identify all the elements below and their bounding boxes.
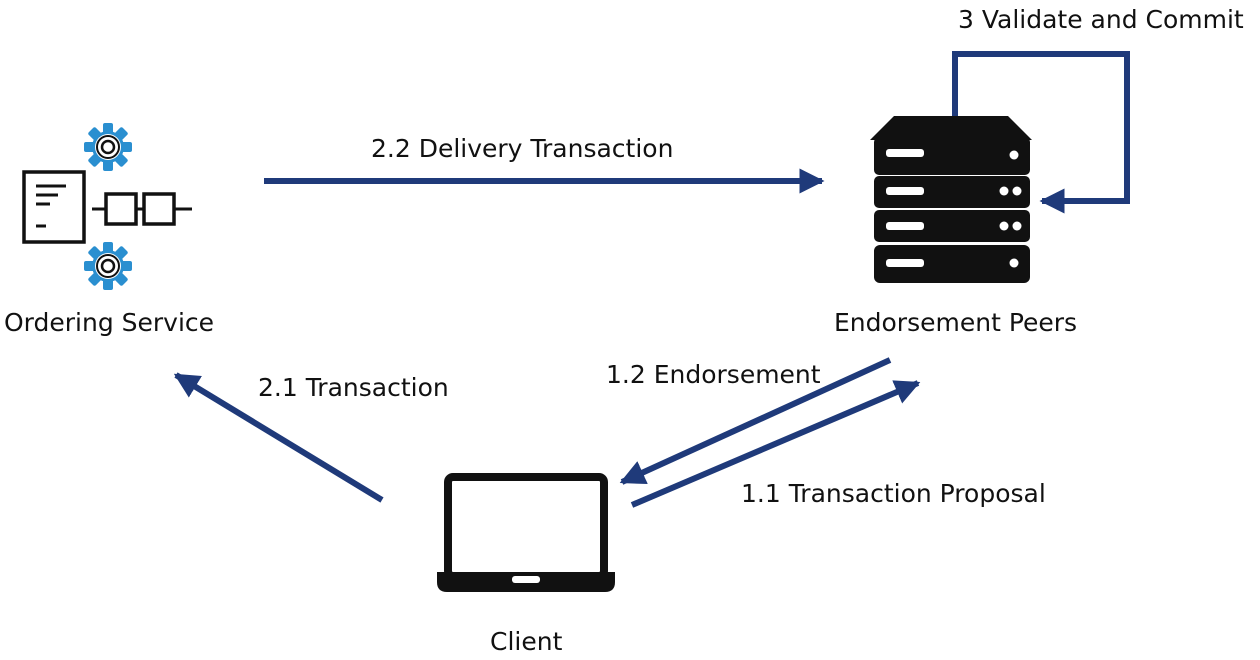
transaction-arrow bbox=[173, 372, 384, 503]
gear-icon bbox=[84, 242, 132, 290]
client-label: Client bbox=[490, 627, 563, 656]
laptop-icon bbox=[437, 473, 615, 592]
ordering-service-icon bbox=[22, 123, 192, 290]
delivery-transaction-label: 2.2 Delivery Transaction bbox=[371, 134, 673, 163]
transaction-label: 2.1 Transaction bbox=[258, 373, 449, 402]
validate-commit-arrow bbox=[952, 51, 1130, 214]
endorsement-peers-label: Endorsement Peers bbox=[834, 308, 1077, 337]
gear-icon bbox=[84, 123, 132, 171]
endorsement-label: 1.2 Endorsement bbox=[606, 360, 821, 389]
transaction-proposal-label: 1.1 Transaction Proposal bbox=[741, 479, 1046, 508]
endorsement-arrow bbox=[619, 357, 892, 485]
ordering-service-label: Ordering Service bbox=[4, 308, 214, 337]
transaction-proposal-arrow bbox=[630, 380, 921, 508]
blockchain-icon bbox=[92, 192, 192, 226]
server-stack-icon bbox=[870, 116, 1032, 283]
document-icon bbox=[22, 170, 86, 244]
validate-commit-label: 3 Validate and Commit bbox=[958, 5, 1244, 34]
